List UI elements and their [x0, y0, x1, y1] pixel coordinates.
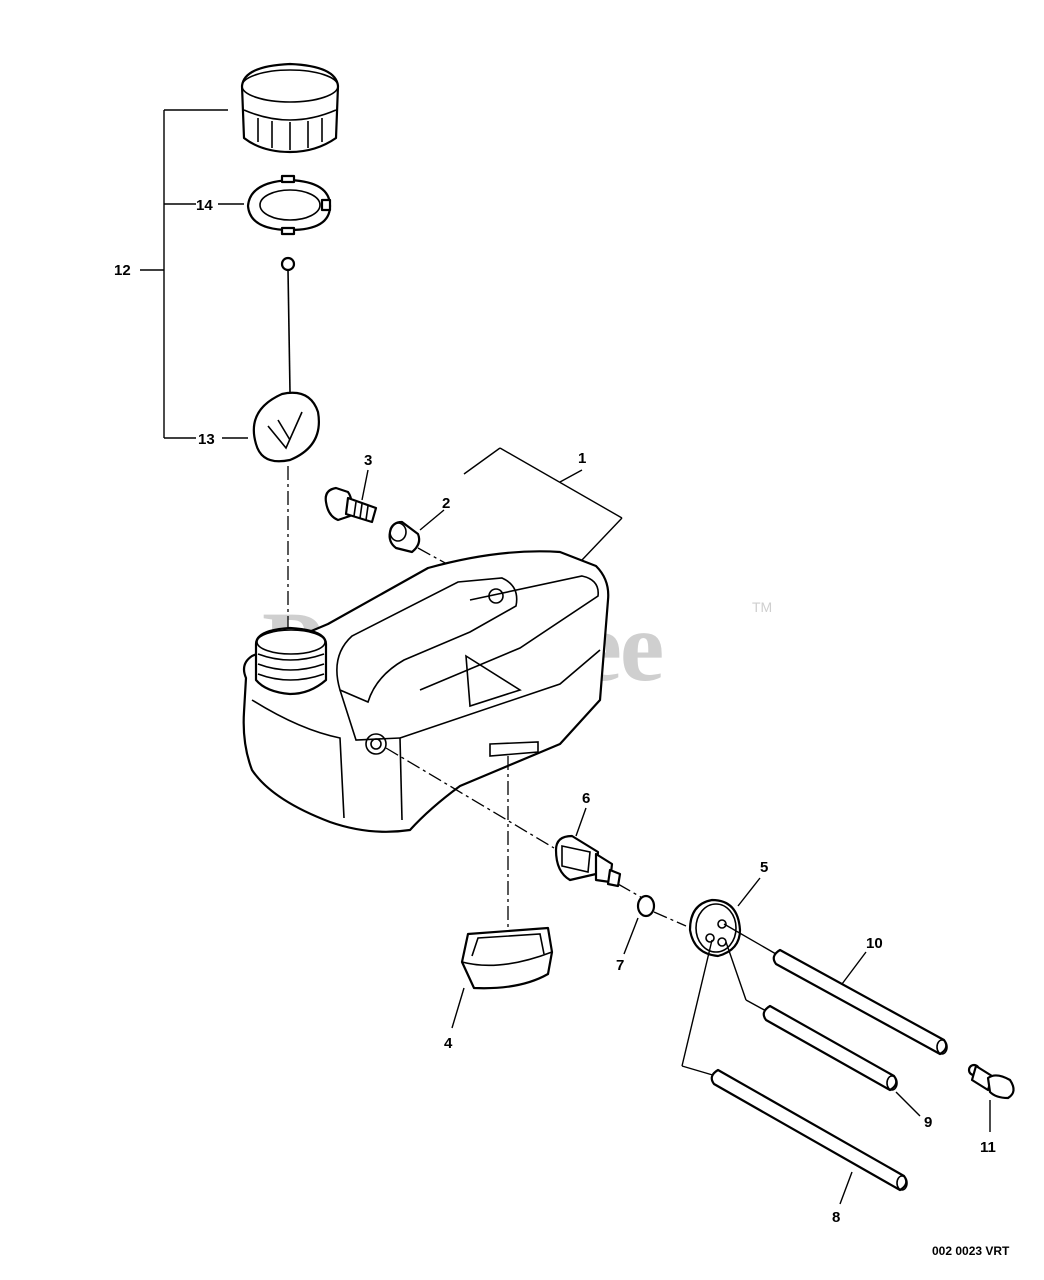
fuel-grommet [688, 877, 761, 958]
callout-6: 6 [582, 790, 590, 807]
fuel-line-medium [762, 1004, 921, 1117]
callout-13: 13 [198, 431, 215, 448]
grommet [451, 926, 554, 1029]
callout-5: 5 [760, 859, 768, 876]
callout-3: 3 [364, 452, 372, 469]
drawing-code: 002 0023 VRT [932, 1244, 1010, 1258]
callout-8: 8 [832, 1209, 840, 1226]
callout-14: 14 [196, 197, 213, 214]
watermark-tm: TM [752, 599, 772, 615]
fuel-strainer [252, 256, 320, 463]
fuel-connector [967, 1063, 1015, 1132]
group-bracket-1 [463, 447, 623, 561]
fuel-line-long [772, 948, 948, 1056]
tank-neck [254, 626, 328, 696]
callout-10: 10 [866, 935, 883, 952]
fuel-line-return [710, 1068, 908, 1205]
bolt [324, 469, 378, 524]
o-ring [623, 894, 687, 955]
callout-11: 11 [980, 1139, 996, 1156]
fuel-filter [554, 807, 647, 901]
callout-12: 12 [114, 262, 131, 279]
group-bracket-12 [140, 109, 248, 439]
callout-7: 7 [616, 957, 624, 974]
callout-4: 4 [444, 1035, 453, 1052]
callout-1: 1 [578, 450, 586, 467]
fuel-cap [240, 62, 340, 154]
cap-gasket [246, 174, 332, 236]
fuel-tank [242, 550, 610, 833]
callout-9: 9 [924, 1114, 932, 1131]
callout-2: 2 [442, 495, 450, 512]
